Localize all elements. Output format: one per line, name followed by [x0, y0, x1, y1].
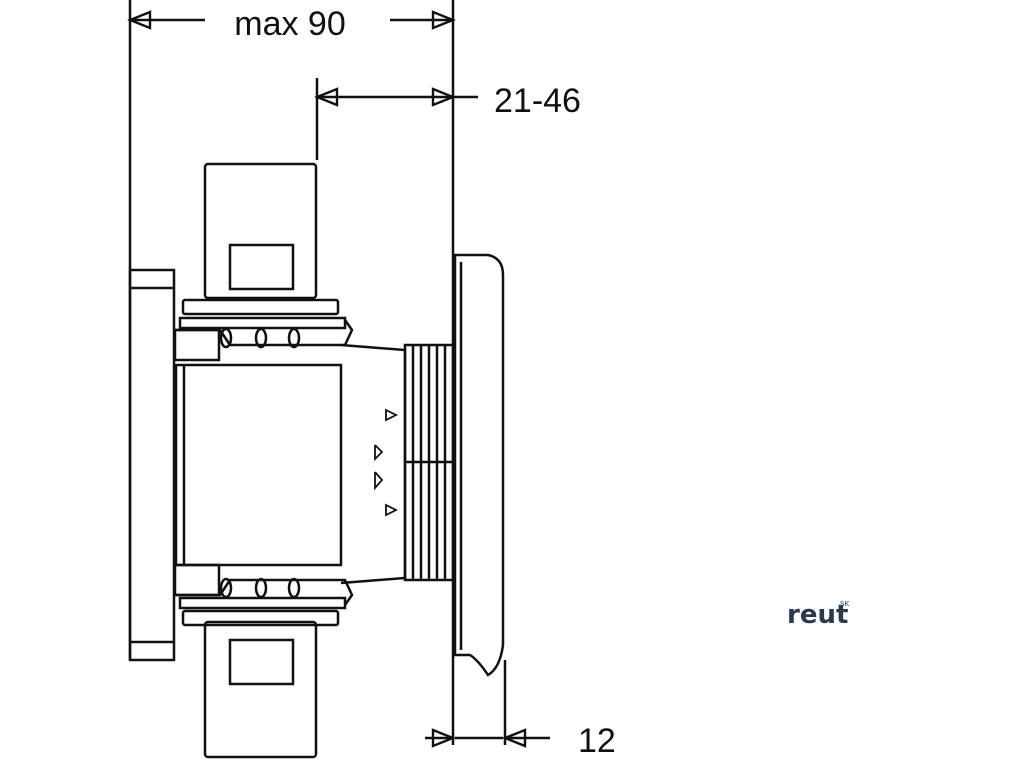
dimension-label-21-46: 21-46: [494, 82, 581, 120]
dimension-label-max-90: max 90: [234, 5, 346, 43]
logo-superscript: SK: [840, 600, 849, 608]
bottom-spindle: [203, 620, 318, 759]
reut-logo: reut SK: [787, 600, 849, 630]
upper-flange: [173, 298, 354, 362]
threaded-sleeve: [403, 343, 455, 582]
cover-plate: [453, 253, 505, 677]
lower-flange: [173, 563, 354, 627]
logo-text: reut: [787, 600, 848, 630]
marker-triangles: [374, 408, 399, 517]
valve-body: [174, 343, 407, 585]
top-spindle: [203, 162, 318, 300]
dimension-label-12: 12: [578, 722, 616, 760]
mounting-plate: [128, 268, 176, 662]
